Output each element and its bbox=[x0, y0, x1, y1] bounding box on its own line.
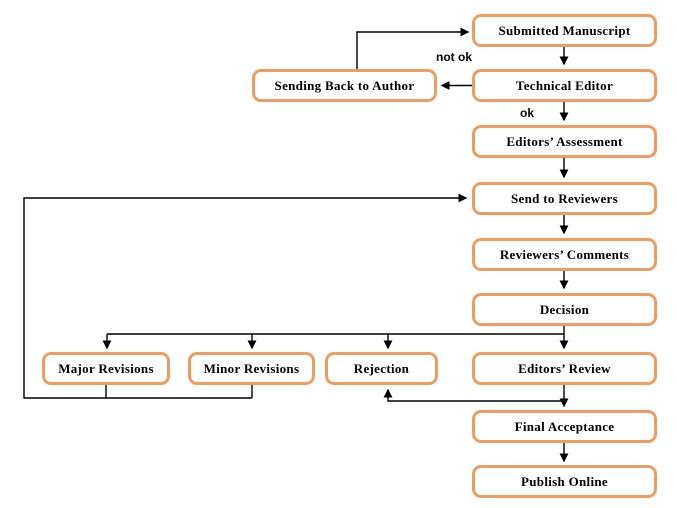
node-editors-assessment: Editors’ Assessment bbox=[472, 125, 657, 158]
node-label-sending-back-to-author: Sending Back to Author bbox=[274, 77, 415, 93]
node-label-publish-online: Publish Online bbox=[521, 473, 608, 489]
node-reviewers-comments: Reviewers’ Comments bbox=[472, 238, 657, 271]
node-major-revisions: Major Revisions bbox=[42, 352, 170, 385]
connector-editors-review-to-rejection bbox=[383, 388, 564, 402]
node-decision: Decision bbox=[472, 293, 657, 326]
node-send-to-reviewers: Send to Reviewers bbox=[472, 182, 657, 215]
node-sending-back-to-author: Sending Back to Author bbox=[252, 69, 437, 102]
node-label-technical-editor: Technical Editor bbox=[515, 77, 614, 93]
node-label-major-revisions: Major Revisions bbox=[58, 360, 154, 376]
node-label-decision: Decision bbox=[539, 301, 590, 317]
connector-revisions-loop-to-send-reviewers bbox=[23, 198, 466, 399]
node-label-editors-assessment: Editors’ Assessment bbox=[506, 133, 623, 149]
node-label-final-acceptance: Final Acceptance bbox=[514, 418, 615, 434]
node-editors-review: Editors’ Review bbox=[472, 352, 657, 385]
node-label-rejection: Rejection bbox=[353, 360, 410, 376]
node-label-reviewers-comments: Reviewers’ Comments bbox=[499, 246, 630, 262]
node-label-submitted-manuscript: Submitted Manuscript bbox=[498, 22, 631, 38]
node-rejection: Rejection bbox=[325, 352, 438, 385]
node-technical-editor: Technical Editor bbox=[472, 69, 657, 102]
node-submitted-manuscript: Submitted Manuscript bbox=[472, 14, 657, 47]
connector-sending-back-to-submitted bbox=[356, 27, 470, 69]
node-label-editors-review: Editors’ Review bbox=[518, 360, 611, 376]
node-final-acceptance: Final Acceptance bbox=[472, 410, 657, 443]
node-publish-online: Publish Online bbox=[472, 465, 657, 498]
node-minor-revisions: Minor Revisions bbox=[188, 352, 315, 385]
edge-label-ok: ok bbox=[519, 106, 534, 120]
node-label-send-to-reviewers: Send to Reviewers bbox=[511, 190, 618, 206]
node-label-minor-revisions: Minor Revisions bbox=[203, 360, 300, 376]
edge-label-not-ok: not ok bbox=[436, 50, 472, 64]
